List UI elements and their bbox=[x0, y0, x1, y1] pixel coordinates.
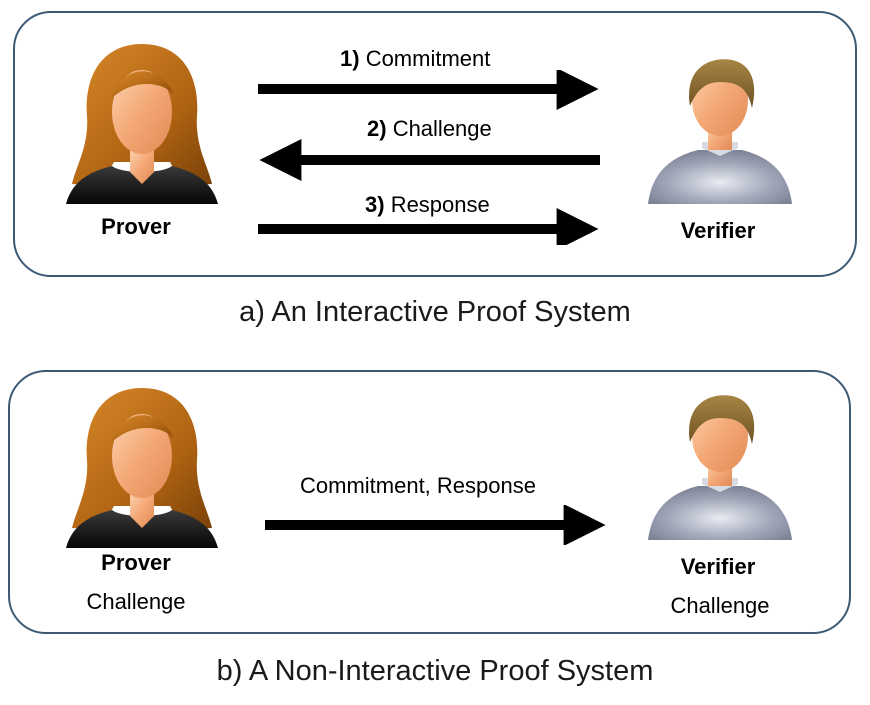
verifier-label: Verifier bbox=[680, 554, 756, 579]
verifier-male-icon bbox=[648, 59, 792, 204]
verifier-challenge-label: Challenge bbox=[670, 593, 770, 618]
verifier-label: Verifier bbox=[680, 218, 756, 243]
message-commitment: 1) Commitment bbox=[340, 46, 491, 71]
prover-female-icon bbox=[66, 44, 218, 204]
message-challenge: 2) Challenge bbox=[367, 116, 492, 141]
arrows-panel-b bbox=[265, 505, 606, 545]
message-response: 3) Response bbox=[365, 192, 490, 217]
verifier-male-icon bbox=[648, 395, 792, 540]
caption-a: a) An Interactive Proof System bbox=[239, 296, 631, 328]
prover-label: Prover bbox=[101, 214, 171, 239]
arrows-panel-a bbox=[258, 70, 600, 245]
prover-label: Prover bbox=[101, 550, 171, 575]
prover-female-icon bbox=[66, 388, 218, 548]
prover-challenge-label: Challenge bbox=[86, 589, 186, 614]
message-commitment-response: Commitment, Response bbox=[300, 473, 536, 498]
caption-b: b) A Non-Interactive Proof System bbox=[216, 655, 654, 687]
